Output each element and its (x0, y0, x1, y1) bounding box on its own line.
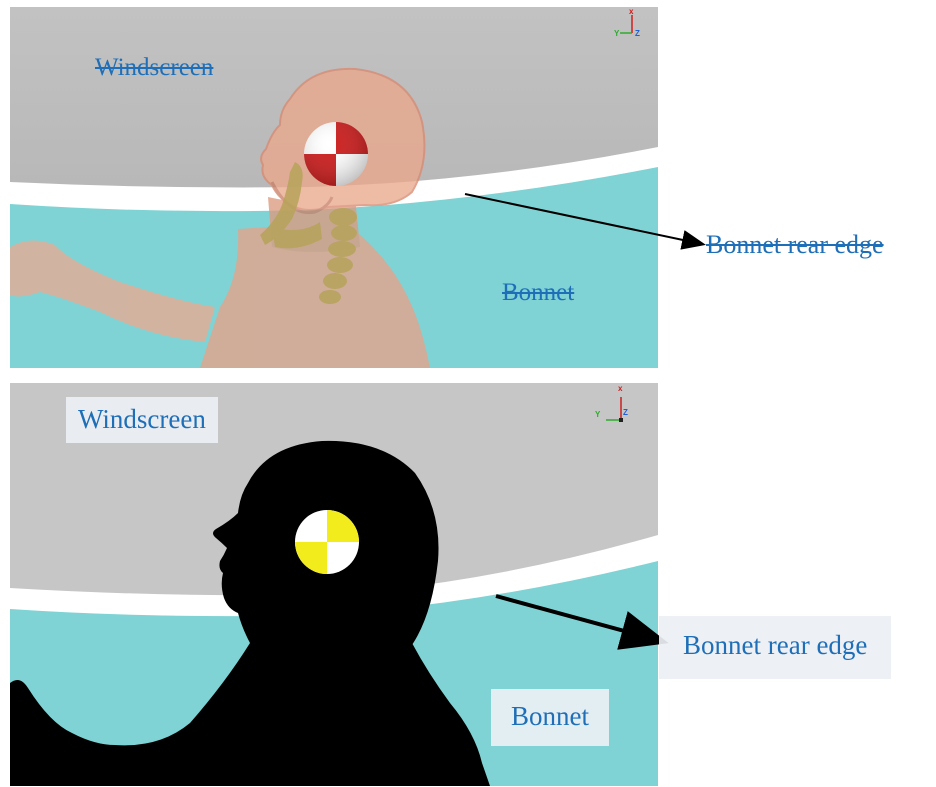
windscreen-label: Windscreen (66, 397, 218, 443)
axis-y-label: Y (614, 29, 620, 38)
axis-x-label: x (618, 384, 623, 393)
bonnet-label: Bonnet (502, 280, 574, 305)
bonnet-rear-edge-label: Bonnet rear edge (706, 232, 884, 258)
axis-z-label: Z (623, 408, 628, 417)
crash-test-target-icon (304, 122, 368, 186)
bonnet-rear-edge-label: Bonnet rear edge (659, 616, 891, 679)
windscreen-label: Windscreen (95, 55, 213, 80)
bonnet-label: Bonnet (491, 689, 609, 746)
axis-z-label: Z (635, 29, 640, 38)
crash-test-target-icon (295, 510, 359, 574)
axis-y-label: Y (595, 410, 601, 419)
axis-x-label: x (629, 7, 634, 16)
